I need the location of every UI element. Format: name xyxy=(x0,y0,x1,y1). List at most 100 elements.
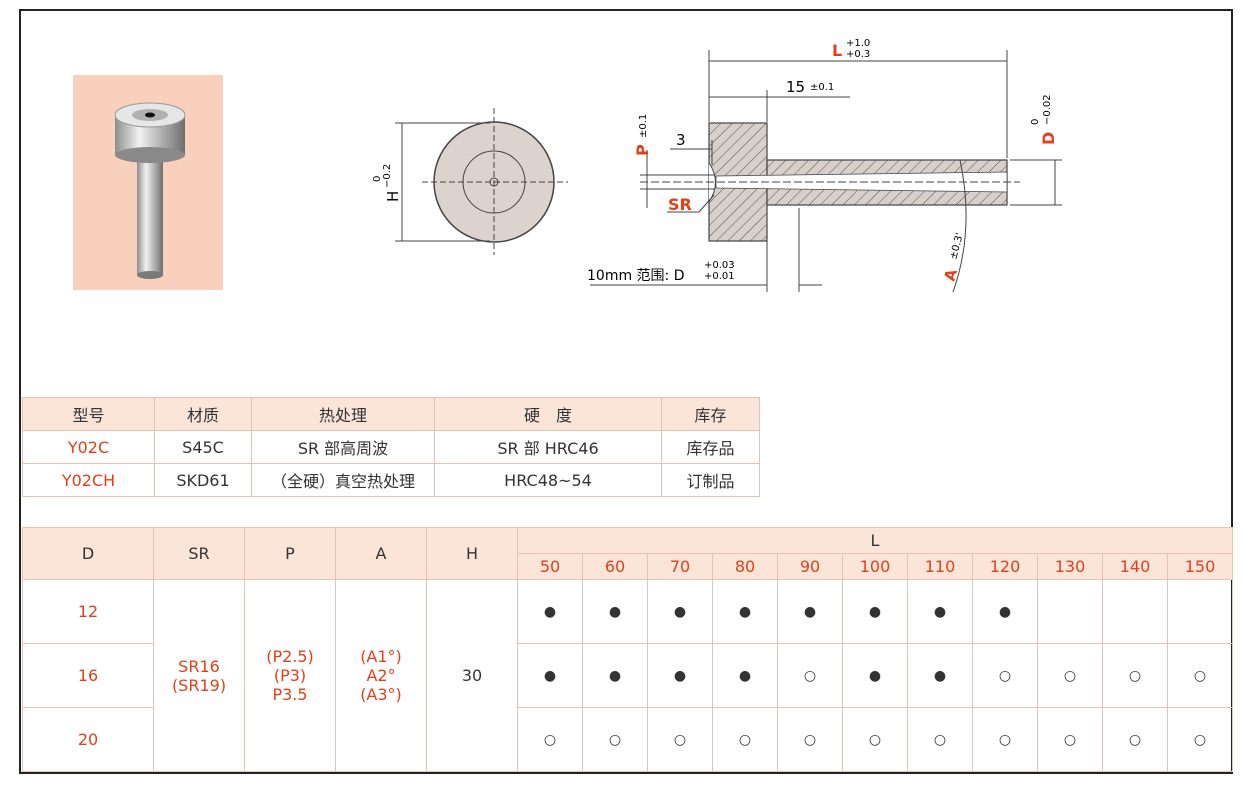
size-table: D SR P A H L 50 60 70 80 90 100 110 120 … xyxy=(22,527,1233,772)
SR-line: (SR19) xyxy=(171,675,227,695)
ejector-pin-image xyxy=(114,102,186,279)
availability-mark: ● xyxy=(647,643,713,708)
H-tol-lower: −0.2 xyxy=(382,164,393,188)
availability-mark xyxy=(1037,579,1103,644)
L-value: 130 xyxy=(1037,553,1103,580)
spec-header-heat: 热处理 xyxy=(251,397,435,431)
range-text: 10mm 范围: D xyxy=(587,267,685,284)
A-line: (A3°) xyxy=(360,685,402,704)
availability-mark: ○ xyxy=(582,707,648,772)
H-tol-upper: 0 xyxy=(372,176,383,182)
availability-mark: ● xyxy=(777,579,843,644)
side-view: L +1.0 +0.3 15 ±0.1 D 0 −0.02 P ±0.1 3 S… xyxy=(587,38,1062,293)
A-values: (A1°) A2° (A3°) xyxy=(335,579,427,772)
H-label: H xyxy=(384,191,402,202)
L-value: 120 xyxy=(972,553,1038,580)
D-value: 16 xyxy=(22,643,154,708)
dim-15: 15 xyxy=(786,78,805,96)
technical-drawing: H 0 −0.2 L +1.0 +0.3 15 ±0.1 D 0 −0.02 P xyxy=(372,38,1062,293)
A-tol: ±0.3' xyxy=(948,232,966,261)
availability-mark: ● xyxy=(907,579,973,644)
availability-mark: ● xyxy=(712,579,778,644)
spec-row: Y02C S45C SR 部高周波 SR 部 HRC46 库存品 xyxy=(22,430,760,464)
availability-mark: ● xyxy=(517,643,583,708)
spec-stock: 库存品 xyxy=(661,430,760,464)
L-value: 140 xyxy=(1102,553,1168,580)
availability-mark: ○ xyxy=(842,707,908,772)
spec-header-model: 型号 xyxy=(22,397,155,431)
size-header-SR: SR xyxy=(153,527,245,580)
SR-line: SR16 xyxy=(178,656,220,676)
dim-15-tol: ±0.1 xyxy=(810,82,834,93)
availability-mark: ● xyxy=(842,579,908,644)
P-label: P xyxy=(633,144,652,156)
spec-heat: SR 部高周波 xyxy=(251,430,435,464)
L-value: 110 xyxy=(907,553,973,580)
availability-mark: ● xyxy=(842,643,908,708)
availability-mark: ○ xyxy=(647,707,713,772)
D-value: 12 xyxy=(22,579,154,644)
SR-values: SR16 (SR19) xyxy=(153,579,245,772)
product-photo xyxy=(73,75,223,290)
availability-mark: ○ xyxy=(972,643,1038,708)
spec-hardness: SR 部 HRC46 xyxy=(434,430,662,464)
availability-mark: ● xyxy=(712,643,778,708)
D-label: D xyxy=(1039,132,1058,145)
spec-material: SKD61 xyxy=(154,463,252,497)
SR-label: SR xyxy=(668,195,692,214)
availability-mark: ○ xyxy=(1102,707,1168,772)
range-tol-upper: +0.03 xyxy=(704,260,735,271)
L-value: 60 xyxy=(582,553,648,580)
L-value: 150 xyxy=(1167,553,1233,580)
D-tol-upper: 0 xyxy=(1030,119,1041,125)
P-values: (P2.5) (P3) P3.5 xyxy=(244,579,336,772)
L-value: 50 xyxy=(517,553,583,580)
D-value: 20 xyxy=(22,707,154,772)
page-frame xyxy=(19,9,1233,774)
availability-mark: ○ xyxy=(1037,707,1103,772)
front-view: H 0 −0.2 xyxy=(372,108,568,255)
L-value: 90 xyxy=(777,553,843,580)
size-header-H: H xyxy=(426,527,518,580)
spec-model: Y02CH xyxy=(22,463,155,497)
availability-mark: ○ xyxy=(1037,643,1103,708)
size-row: 16 ● ● ● ● ○ ● ● ○ ○ ○ ○ xyxy=(22,643,1233,708)
spec-material: S45C xyxy=(154,430,252,464)
P-line: P3.5 xyxy=(272,685,308,704)
P-line: (P2.5) xyxy=(266,647,314,666)
D-tol-lower: −0.02 xyxy=(1042,94,1053,125)
availability-mark: ○ xyxy=(907,707,973,772)
availability-mark: ○ xyxy=(1167,643,1233,708)
A-line: A2° xyxy=(366,666,396,685)
availability-mark: ● xyxy=(517,579,583,644)
spec-stock: 订制品 xyxy=(661,463,760,497)
availability-mark: ○ xyxy=(517,707,583,772)
availability-mark: ○ xyxy=(777,643,843,708)
availability-mark: ○ xyxy=(1167,707,1233,772)
size-header-D: D xyxy=(22,527,154,580)
availability-mark: ○ xyxy=(1102,643,1168,708)
L-value: 80 xyxy=(712,553,778,580)
spec-header-material: 材质 xyxy=(154,397,252,431)
availability-mark: ○ xyxy=(712,707,778,772)
availability-mark xyxy=(1167,579,1233,644)
availability-mark: ● xyxy=(582,643,648,708)
L-value: 100 xyxy=(842,553,908,580)
spec-model: Y02C xyxy=(22,430,155,464)
P-line: (P3) xyxy=(273,666,307,685)
L-label: L xyxy=(832,41,842,60)
size-header-A: A xyxy=(335,527,427,580)
spec-table: 型号 材质 热处理 硬 度 库存 Y02C S45C SR 部高周波 SR 部 … xyxy=(22,397,760,497)
L-value: 70 xyxy=(647,553,713,580)
H-value: 30 xyxy=(426,579,518,772)
spec-heat: （全硬）真空热处理 xyxy=(251,463,435,497)
A-line: (A1°) xyxy=(360,647,402,666)
P-tol: ±0.1 xyxy=(638,114,649,138)
spec-row: Y02CH SKD61 （全硬）真空热处理 HRC48~54 订制品 xyxy=(22,463,760,497)
availability-mark xyxy=(1102,579,1168,644)
spec-header-hardness: 硬 度 xyxy=(434,397,662,431)
L-tol-upper: +1.0 xyxy=(846,38,870,49)
spec-header-stock: 库存 xyxy=(661,397,760,431)
availability-mark: ● xyxy=(907,643,973,708)
availability-mark: ○ xyxy=(777,707,843,772)
